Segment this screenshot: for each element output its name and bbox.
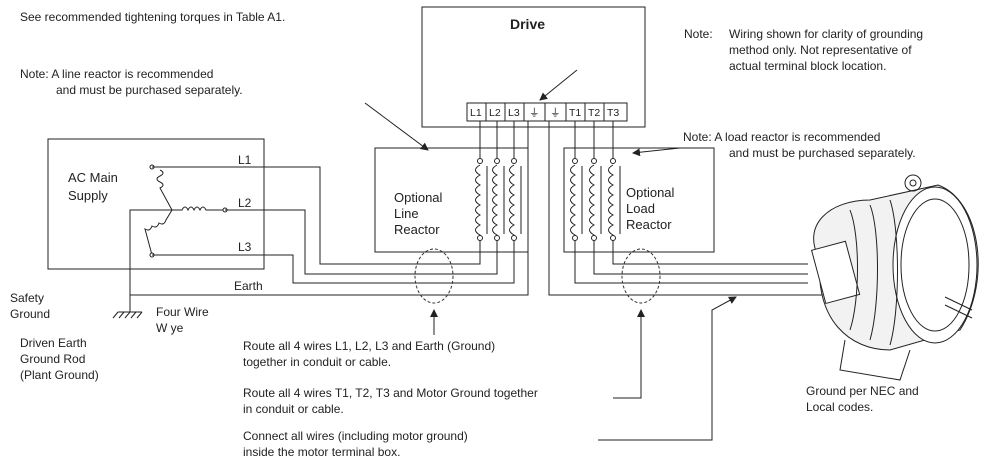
route-motor-1: Route all 4 wires T1, T2, T3 and Motor G… <box>243 386 538 400</box>
connect-all-1: Connect all wires (including motor groun… <box>243 429 468 443</box>
line-reactor-label-1: Optional <box>394 190 443 205</box>
line-reactor: Optional Line Reactor <box>374 121 529 253</box>
wiring-note-2: method only. Not representative of <box>729 43 912 57</box>
terminal-l3: L3 <box>508 107 520 119</box>
wiring-note-3: actual terminal block location. <box>729 59 886 73</box>
route-motor-2: in conduit or cable. <box>243 402 344 416</box>
terminal-l1: L1 <box>470 107 482 119</box>
ground-rod-1: Driven Earth <box>20 336 87 350</box>
line-reactor-label-2: Line <box>394 206 419 221</box>
ground-rod-3: (Plant Ground) <box>20 368 99 382</box>
connect-all-arrow <box>598 296 737 441</box>
line-reactor-arrow <box>364 102 429 151</box>
line-label-l2: L2 <box>238 196 252 210</box>
terminal-ground-2: ⏚ <box>550 107 561 119</box>
connect-all-2: inside the motor terminal box. <box>243 445 400 459</box>
top-note: See recommended tightening torques in Ta… <box>20 10 285 24</box>
terminal-ground-1: ⏚ <box>529 107 540 119</box>
load-reactor-label-2: Load <box>626 201 655 216</box>
load-reactor-note-2: and must be purchased separately. <box>729 146 916 160</box>
line-label-l3: L3 <box>238 240 252 254</box>
load-reactor: Optional Load Reactor <box>563 121 715 253</box>
ground-rod-2: Ground Rod <box>20 352 85 366</box>
wiring-note-1: Wiring shown for clarity of grounding <box>729 27 923 41</box>
ac-main-supply: AC Main Supply <box>47 138 265 270</box>
line-label-earth: Earth <box>234 279 263 293</box>
line-reactor-label-3: Reactor <box>394 222 440 237</box>
line-wires <box>112 121 529 319</box>
terminal-l2: L2 <box>489 107 501 119</box>
route-line-1: Route all 4 wires L1, L2, L3 and Earth (… <box>243 339 495 353</box>
load-reactor-label-3: Reactor <box>626 217 672 232</box>
motor-conduit <box>621 248 661 304</box>
safety-ground-1: Safety <box>10 291 44 305</box>
terminal-t1: T1 <box>569 107 581 119</box>
terminal-t2: T2 <box>588 107 600 119</box>
ground-nec-1: Ground per NEC and <box>806 384 919 398</box>
route-motor-arrow <box>613 309 645 399</box>
line-conduit <box>414 248 454 304</box>
terminal-block: L1 L2 L3 ⏚ ⏚ T1 T2 T3 <box>466 102 628 122</box>
load-reactor-arrow <box>632 147 681 157</box>
drive-title: Drive <box>510 16 545 32</box>
line-label-l1: L1 <box>238 153 252 167</box>
load-reactor-label-1: Optional <box>626 185 675 200</box>
wiring-note-prefix: Note: <box>684 27 713 41</box>
four-wire-2: W ye <box>156 321 184 335</box>
motor-wires <box>548 121 828 296</box>
wiring-note-arrow <box>539 69 578 101</box>
ac-supply-label-2: Supply <box>68 188 108 203</box>
load-reactor-note-1: Note: A load reactor is recommended <box>683 130 880 144</box>
motor-icon <box>810 174 979 381</box>
safety-ground-2: Ground <box>10 307 50 321</box>
drive-box: Drive <box>421 6 646 128</box>
four-wire-1: Four Wire <box>156 305 209 319</box>
line-reactor-note-1: Note: A line reactor is recommended <box>20 67 213 81</box>
terminal-t3: T3 <box>607 107 619 119</box>
line-reactor-note-2: and must be purchased separately. <box>56 83 243 97</box>
ac-supply-label-1: AC Main <box>68 170 118 185</box>
route-line-2: together in conduit or cable. <box>243 355 391 369</box>
ground-nec-2: Local codes. <box>806 400 873 414</box>
